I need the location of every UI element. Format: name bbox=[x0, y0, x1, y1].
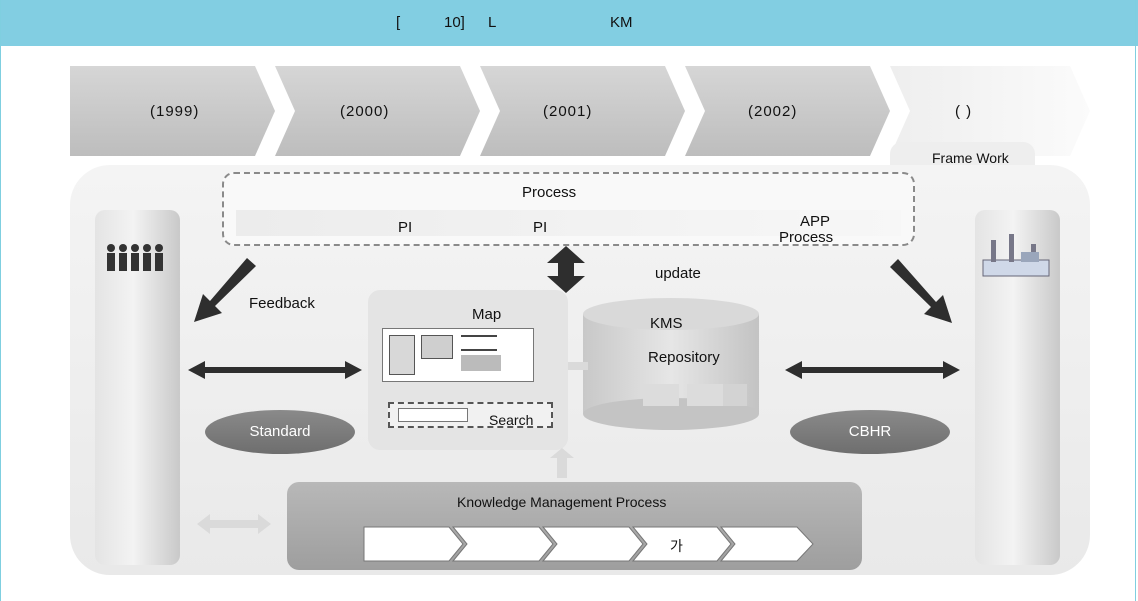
search-button[interactable]: Search bbox=[489, 412, 534, 428]
phase-1999-shape bbox=[70, 66, 275, 156]
kmp-title: Knowledge Management Process bbox=[457, 494, 667, 510]
process-bar bbox=[236, 210, 901, 236]
right-double-arrow bbox=[785, 361, 960, 379]
kmp-step-2 bbox=[451, 526, 554, 562]
phase-timeline bbox=[70, 66, 1090, 156]
phase-2000: (2000) bbox=[340, 103, 390, 120]
map-connector bbox=[568, 362, 588, 370]
phase-future: ( ) bbox=[955, 103, 973, 120]
phase-2001: (2001) bbox=[543, 103, 593, 120]
left-double-arrow bbox=[188, 361, 362, 379]
kmp-step-3 bbox=[541, 526, 644, 562]
map-cell bbox=[461, 335, 497, 351]
process-app: APP bbox=[800, 213, 831, 230]
title-letter: L bbox=[488, 14, 497, 31]
search-input[interactable] bbox=[398, 408, 468, 422]
cbhr-ellipse: CBHR bbox=[790, 410, 950, 454]
phase-1999: (1999) bbox=[150, 103, 200, 120]
standard-ellipse: Standard bbox=[205, 410, 355, 454]
kms-label: KMS bbox=[650, 315, 683, 332]
map-cell bbox=[389, 335, 415, 375]
title-bar: [ 10] L KM bbox=[0, 0, 1138, 46]
kmp-steps bbox=[363, 526, 814, 562]
process-pi-1: PI bbox=[398, 219, 413, 236]
kmp-side-arrow bbox=[197, 514, 271, 534]
title-bracket: [ bbox=[396, 14, 401, 31]
title-km: KM bbox=[610, 14, 633, 31]
standard-label: Standard bbox=[249, 423, 311, 440]
kmp-up-arrow bbox=[550, 448, 574, 478]
map-label: Map bbox=[472, 306, 502, 323]
phase-2002: (2002) bbox=[748, 103, 798, 120]
framework-label: Frame Work bbox=[932, 150, 1009, 166]
right-diagonal-arrow bbox=[890, 259, 952, 323]
title-number: 10] bbox=[444, 14, 465, 31]
process-app-process: Process bbox=[779, 229, 834, 246]
repository-label: Repository bbox=[648, 349, 720, 366]
kmp-step-1 bbox=[363, 526, 464, 562]
process-box bbox=[222, 172, 915, 246]
update-label: update bbox=[655, 265, 701, 282]
kms-repository-cylinder bbox=[583, 298, 759, 430]
update-double-arrow bbox=[547, 246, 585, 293]
feedback-arrow bbox=[194, 258, 256, 322]
phase-2000-shape bbox=[275, 66, 480, 156]
right-pillar bbox=[975, 210, 1060, 565]
kmp-step-4-label: 가 bbox=[670, 538, 683, 554]
map-cell bbox=[421, 335, 453, 359]
phase-2002-shape bbox=[685, 66, 890, 156]
people-icon bbox=[107, 244, 163, 271]
left-pillar bbox=[95, 210, 180, 565]
feedback-label: Feedback bbox=[249, 295, 315, 312]
map-cell bbox=[461, 355, 501, 371]
process-title: Process bbox=[522, 184, 577, 201]
phase-future-shape bbox=[890, 66, 1090, 156]
kmp-step-4 bbox=[631, 526, 732, 562]
factory-icon bbox=[982, 234, 1050, 277]
map-thumbnail bbox=[382, 328, 534, 382]
cbhr-label: CBHR bbox=[848, 423, 892, 440]
phase-2001-shape bbox=[480, 66, 685, 156]
process-pi-2: PI bbox=[533, 219, 548, 236]
map-panel bbox=[368, 290, 568, 450]
search-panel bbox=[388, 402, 553, 428]
kmp-step-5 bbox=[719, 526, 814, 562]
